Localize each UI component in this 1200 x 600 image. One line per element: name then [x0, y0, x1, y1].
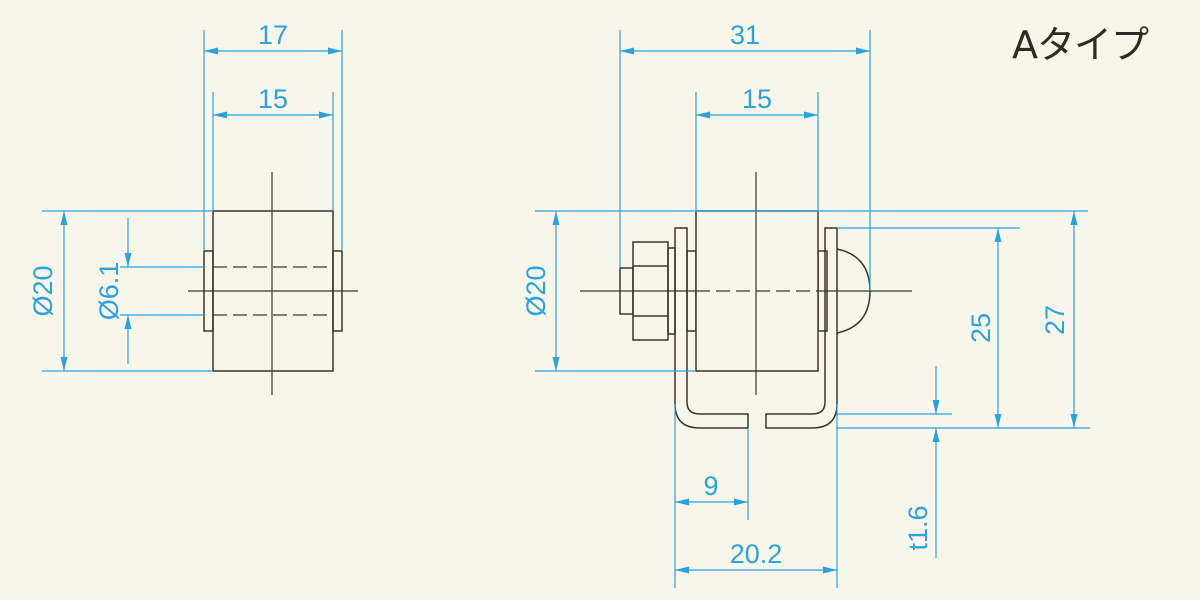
dim-27-label: 27	[1040, 305, 1070, 335]
dim-fd20-label: Ø20	[521, 265, 551, 316]
type-title: Aタイプ	[1012, 23, 1149, 67]
dim-25-label: 25	[966, 313, 996, 343]
dim-t-label: t1.6	[903, 505, 933, 550]
dim-31-label: 31	[730, 20, 760, 50]
dim-d20-label: Ø20	[28, 265, 58, 316]
side-shaft-left-stub	[203, 250, 214, 332]
bracket-right-half	[765, 227, 838, 429]
bracket-left-half	[674, 227, 749, 429]
dim-17-label: 17	[258, 20, 288, 50]
dim-202-label: 20.2	[730, 539, 783, 569]
front-view: 31 15 Ø20 25 27 t1.6 9 20.2	[521, 20, 1090, 588]
dim-15-label: 15	[258, 84, 288, 114]
side-view: 17 15 Ø20 Ø6.1	[28, 20, 358, 395]
dim-f15-label: 15	[742, 84, 772, 114]
side-shaft-right-stub	[332, 250, 343, 332]
dim-d6-label: Ø6.1	[94, 262, 124, 321]
dim-9-label: 9	[703, 471, 718, 501]
